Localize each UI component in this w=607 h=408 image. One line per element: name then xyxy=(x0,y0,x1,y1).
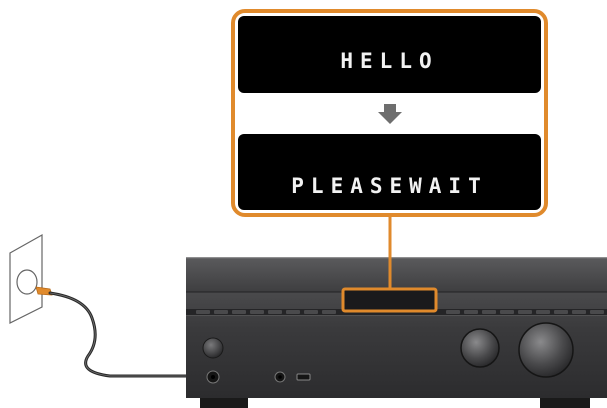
tone-knob[interactable] xyxy=(461,329,499,367)
front-panel-button[interactable] xyxy=(518,310,532,314)
front-panel-button[interactable] xyxy=(536,310,550,314)
input-knob[interactable] xyxy=(203,338,223,358)
front-panel-button[interactable] xyxy=(232,310,246,314)
front-panel-button[interactable] xyxy=(304,310,318,314)
front-panel-button[interactable] xyxy=(500,310,514,314)
front-panel-button[interactable] xyxy=(446,310,460,314)
receiver-top xyxy=(186,258,607,292)
receiver-foot-left xyxy=(200,398,248,408)
front-panel-button[interactable] xyxy=(482,310,496,314)
front-panel-button[interactable] xyxy=(464,310,478,314)
front-panel-button[interactable] xyxy=(554,310,568,314)
av-receiver xyxy=(186,258,607,408)
display-callout: HELLO PLEASEWAIT xyxy=(233,11,546,215)
front-panel-button[interactable] xyxy=(214,310,228,314)
display-text-hello: HELLO xyxy=(340,49,438,73)
front-panel-button[interactable] xyxy=(572,310,586,314)
receiver-foot-right xyxy=(540,398,590,408)
display-panel-2 xyxy=(238,134,541,210)
front-panel-button[interactable] xyxy=(250,310,264,314)
front-display-window xyxy=(343,289,436,311)
volume-knob[interactable] xyxy=(519,323,573,377)
front-panel-button[interactable] xyxy=(590,310,604,314)
front-panel-button[interactable] xyxy=(196,310,210,314)
usb-port[interactable] xyxy=(297,374,310,380)
outlet-socket xyxy=(17,270,37,294)
front-panel-button[interactable] xyxy=(268,310,282,314)
front-panel-button[interactable] xyxy=(286,310,300,314)
power-cable xyxy=(50,293,186,376)
front-panel-button[interactable] xyxy=(322,310,336,314)
wall-outlet xyxy=(10,235,52,323)
display-text-pleasewait: PLEASEWAIT xyxy=(291,174,487,198)
